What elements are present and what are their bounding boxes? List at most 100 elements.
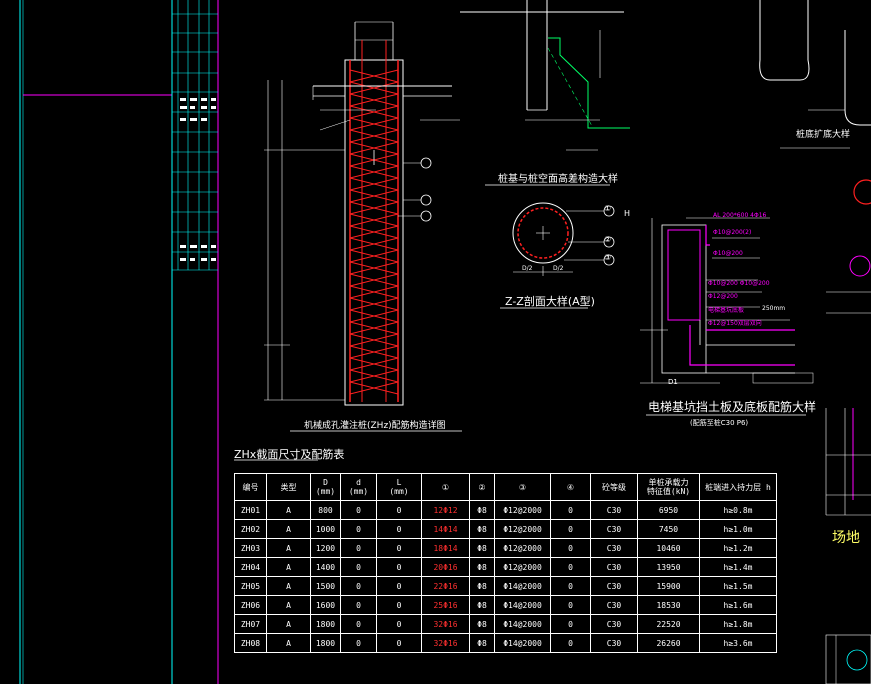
table-cell: 1500 — [310, 576, 341, 596]
table-cell: Φ12@2000 — [494, 519, 551, 539]
table-cell: 0 — [340, 576, 377, 596]
table-cell: 0 — [376, 500, 422, 520]
table-cell: Φ12@2000 — [494, 557, 551, 577]
table-cell: 32Φ16 — [421, 633, 470, 653]
table-cell: Φ14@2000 — [494, 614, 551, 634]
table-cell: C30 — [590, 595, 638, 615]
table-header-cell: ① — [421, 473, 470, 501]
table-cell: 18Φ14 — [421, 538, 470, 558]
table-cell: h≥0.8m — [699, 500, 777, 520]
table-cell: 0 — [340, 500, 377, 520]
table-cell: C30 — [590, 614, 638, 634]
table-cell: A — [266, 614, 311, 634]
elev-rebar-5: Φ12@200 — [708, 293, 738, 300]
table-cell: C30 — [590, 633, 638, 653]
table-cell: 7450 — [637, 519, 700, 539]
table-cell: Φ8 — [469, 633, 495, 653]
table-cell: Φ14@2000 — [494, 576, 551, 596]
table-cell: 0 — [550, 538, 591, 558]
table-cell: 0 — [376, 519, 422, 539]
level-d1: D1 — [668, 378, 678, 386]
drawing-frame — [19, 0, 219, 684]
table-cell: ZH06 — [234, 595, 267, 615]
table-header-cell: D (mm) — [310, 473, 341, 501]
table-cell: 18530 — [637, 595, 700, 615]
table-cell: ZH05 — [234, 576, 267, 596]
table-cell: 1800 — [310, 633, 341, 653]
elevator-pit-detail — [640, 217, 814, 416]
table-cell: h≥1.2m — [699, 538, 777, 558]
pile-detail-title: 机械成孔灌注桩(ZHz)配筋构造详图 — [304, 421, 446, 431]
table-cell: 0 — [550, 595, 591, 615]
table-header-cell: ② — [469, 473, 495, 501]
table-cell: h≥1.5m — [699, 576, 777, 596]
zz-dim-right: D/2 — [553, 265, 564, 272]
table-cell: 12Φ12 — [421, 500, 470, 520]
table-header-cell: 砼等级 — [590, 473, 638, 501]
table-cell: Φ8 — [469, 519, 495, 539]
elev-rebar-8: 250mm — [762, 305, 786, 312]
table-cell: 0 — [376, 614, 422, 634]
table-cell: A — [266, 576, 311, 596]
table-cell: ZH07 — [234, 614, 267, 634]
section-zz-title: Z-Z剖面大样(A型) — [505, 295, 595, 308]
table-cell: 0 — [550, 576, 591, 596]
table-cell: h≥1.8m — [699, 614, 777, 634]
table-cell: Φ8 — [469, 500, 495, 520]
table-cell: A — [266, 595, 311, 615]
table-cell: 0 — [340, 633, 377, 653]
table-cell: 14Φ14 — [421, 519, 470, 539]
table-cell: A — [266, 633, 311, 653]
table-cell: ZH04 — [234, 557, 267, 577]
table-cell: C30 — [590, 519, 638, 539]
pile-bottom-title: 桩底扩底大样 — [796, 130, 851, 140]
table-cell: 0 — [340, 595, 377, 615]
table-cell: C30 — [590, 538, 638, 558]
table-cell: h≥3.6m — [699, 633, 777, 653]
elev-rebar-3: Φ10@200 — [713, 250, 743, 257]
table-cell: 1600 — [310, 595, 341, 615]
table-cell: 22520 — [637, 614, 700, 634]
site-label-cut: 场地 — [832, 530, 860, 546]
table-cell: h≥1.0m — [699, 519, 777, 539]
table-cell: C30 — [590, 576, 638, 596]
table-cell: 20Φ16 — [421, 557, 470, 577]
callout-3: ③ — [604, 253, 612, 262]
table-cell: Φ14@2000 — [494, 633, 551, 653]
elevator-note: (配筋至桩C30 P6) — [690, 419, 749, 427]
table-cell: 22Φ16 — [421, 576, 470, 596]
elev-rebar-7: Φ12@150双层双向 — [708, 320, 762, 327]
table-cell: Φ12@2000 — [494, 538, 551, 558]
table-cell: ZH03 — [234, 538, 267, 558]
table-header-cell: 桩端进入持力层 h — [699, 473, 777, 501]
table-cell: Φ12@2000 — [494, 500, 551, 520]
table-cell: C30 — [590, 557, 638, 577]
table-cell: Φ8 — [469, 557, 495, 577]
table-cell: h≥1.4m — [699, 557, 777, 577]
table-header-cell: 编号 — [234, 473, 267, 501]
table-cell: 0 — [340, 614, 377, 634]
table-cell: 6950 — [637, 500, 700, 520]
callout-1: ① — [604, 204, 612, 213]
table-cell: ZH08 — [234, 633, 267, 653]
table-cell: 0 — [376, 595, 422, 615]
table-cell: Φ8 — [469, 538, 495, 558]
pile-elevation-detail — [264, 21, 462, 432]
table-header-cell: 单桩承载力 特征值(kN) — [637, 473, 700, 501]
table-header-cell: ③ — [494, 473, 551, 501]
table-cell: 0 — [376, 538, 422, 558]
table-cell: 26260 — [637, 633, 700, 653]
table-header-cell: L (mm) — [376, 473, 422, 501]
table-cell: 0 — [340, 538, 377, 558]
table-cell: Φ14@2000 — [494, 595, 551, 615]
table-cell: 0 — [550, 500, 591, 520]
table-cell: 1800 — [310, 614, 341, 634]
table-header-cell: ④ — [550, 473, 591, 501]
table-cell: Φ8 — [469, 595, 495, 615]
elev-rebar-1: AL 200*600 4Φ16 — [713, 212, 767, 219]
